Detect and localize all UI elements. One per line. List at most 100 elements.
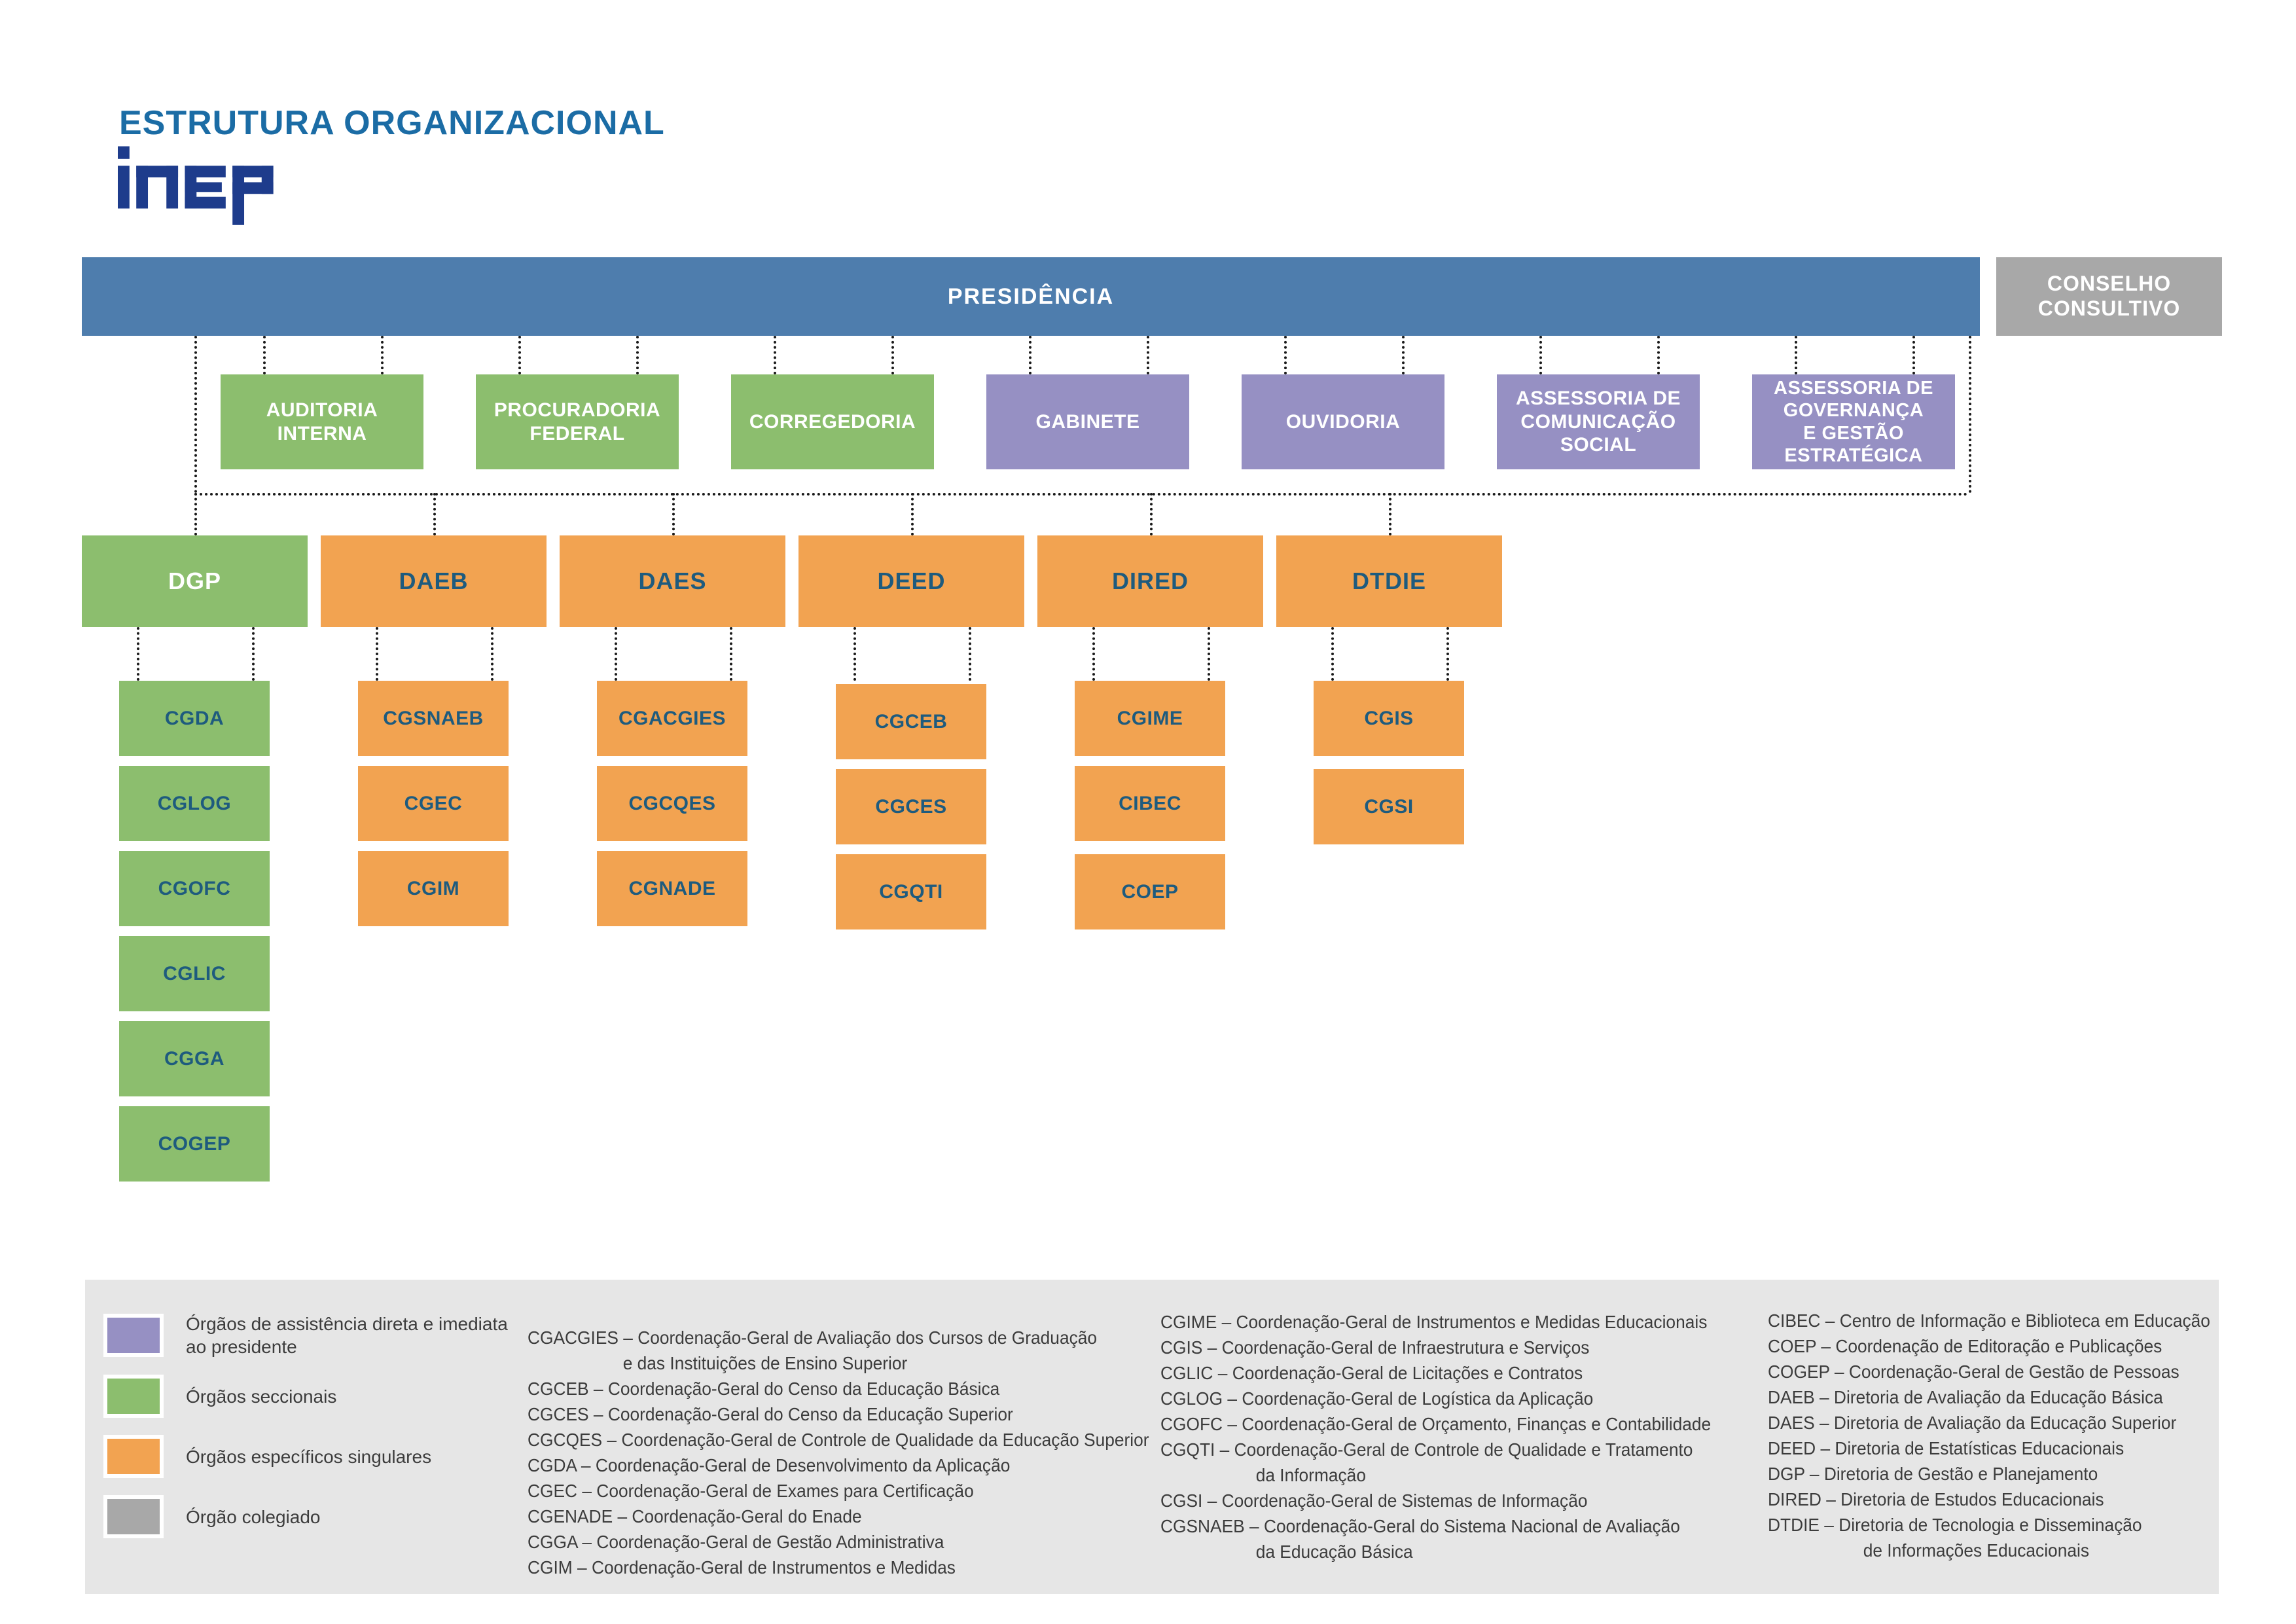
glossary-line: DEED – Diretoria de Estatísticas Educaci… bbox=[1768, 1438, 2125, 1458]
node-cgsi: CGSI bbox=[1314, 769, 1464, 844]
glossary-line: CGCQES – Coordenação-Geral de Controle d… bbox=[528, 1430, 1149, 1450]
node-cgacgies: CGACGIES bbox=[597, 681, 747, 756]
connector-line bbox=[1284, 336, 1287, 374]
node-dtdie: DTDIE bbox=[1276, 535, 1502, 627]
node-cgim: CGIM bbox=[358, 851, 509, 926]
glossary-line: CGDA – Coordenação-Geral de Desenvolvime… bbox=[528, 1455, 1011, 1475]
node-daes: DAES bbox=[560, 535, 785, 627]
legend-swatch-orange bbox=[103, 1435, 164, 1478]
legend-item-assistencia: Órgãos de assistência direta e imediata … bbox=[103, 1312, 508, 1358]
connector-line bbox=[381, 336, 384, 374]
glossary-line: CGQTI – Coordenação-Geral de Controle de… bbox=[1160, 1439, 1693, 1460]
connector-line bbox=[1331, 627, 1334, 681]
node-cgces: CGCES bbox=[836, 769, 986, 844]
glossary-line: CGSI – Coordenação-Geral de Sistemas de … bbox=[1160, 1490, 1588, 1511]
connector-line bbox=[1539, 336, 1542, 374]
node-conselho-consultivo: CONSELHO CONSULTIVO bbox=[1996, 257, 2222, 336]
glossary-line: CGCES – Coordenação-Geral do Censo da Ed… bbox=[528, 1404, 1013, 1424]
node-cgec: CGEC bbox=[358, 766, 509, 841]
connector-line bbox=[730, 627, 732, 681]
node-cgis: CGIS bbox=[1314, 681, 1464, 756]
legend-swatch-gray bbox=[103, 1495, 164, 1538]
legend-label: Órgão colegiado bbox=[186, 1506, 321, 1527]
glossary-line: DAEB – Diretoria de Avaliação da Educaçã… bbox=[1768, 1387, 2163, 1407]
glossary-line: CGACGIES – Coordenação-Geral de Avaliaçã… bbox=[528, 1327, 1098, 1348]
connector-line bbox=[1912, 336, 1915, 374]
node-assessoria-governanca: ASSESSORIA DE GOVERNANÇA E GESTÃO ESTRAT… bbox=[1752, 374, 1955, 469]
connector-line bbox=[433, 493, 436, 535]
connector-line bbox=[1795, 336, 1797, 374]
node-deed: DEED bbox=[798, 535, 1024, 627]
node-cgime: CGIME bbox=[1075, 681, 1225, 756]
glossary-line: DAES – Diretoria de Avaliação da Educaçã… bbox=[1768, 1413, 2177, 1433]
connector-line bbox=[1092, 627, 1095, 681]
glossary-line: DTDIE – Diretoria de Tecnologia e Dissem… bbox=[1768, 1515, 2142, 1535]
node-cgceb: CGCEB bbox=[836, 684, 986, 759]
connector-line bbox=[518, 336, 521, 374]
connector-line bbox=[491, 627, 493, 681]
connector-line bbox=[1969, 336, 1971, 493]
glossary-line: CGGA – Coordenação-Geral de Gestão Admin… bbox=[528, 1532, 944, 1552]
connector-line bbox=[252, 627, 255, 681]
node-corregedoria: CORREGEDORIA bbox=[731, 374, 934, 469]
glossary-line: CGEC – Coordenação-Geral de Exames para … bbox=[528, 1481, 974, 1501]
glossary-line: da Educação Básica bbox=[1255, 1542, 1413, 1562]
connector-line bbox=[672, 493, 675, 535]
node-daeb: DAEB bbox=[321, 535, 547, 627]
node-cglog: CGLOG bbox=[119, 766, 270, 841]
connector-trunk-line bbox=[194, 493, 1969, 496]
node-cgqti: CGQTI bbox=[836, 854, 986, 929]
node-dgp: DGP bbox=[82, 535, 308, 627]
node-dired: DIRED bbox=[1037, 535, 1263, 627]
node-cgofc: CGOFC bbox=[119, 851, 270, 926]
connector-line bbox=[891, 336, 894, 374]
connector-line bbox=[376, 627, 378, 681]
connector-line bbox=[1029, 336, 1031, 374]
connector-line bbox=[194, 493, 197, 535]
glossary-line: CGCEB – Coordenação-Geral do Censo da Ed… bbox=[528, 1379, 1000, 1399]
node-assessoria-comunicacao-social: ASSESSORIA DE COMUNICAÇÃO SOCIAL bbox=[1497, 374, 1700, 469]
connector-line bbox=[1208, 627, 1210, 681]
connector-line bbox=[263, 336, 266, 374]
page-title: ESTRUTURA ORGANIZACIONAL bbox=[119, 104, 665, 142]
glossary-line: CGSNAEB – Coordenação-Geral do Sistema N… bbox=[1160, 1516, 1680, 1536]
node-auditoria-interna: AUDITORIA INTERNA bbox=[221, 374, 423, 469]
glossary-line: DIRED – Diretoria de Estudos Educacionai… bbox=[1768, 1489, 2104, 1509]
glossary-line: de Informações Educacionais bbox=[1863, 1540, 2089, 1561]
connector-line bbox=[1147, 336, 1149, 374]
glossary-line: COEP – Coordenação de Editoração e Publi… bbox=[1768, 1336, 2162, 1356]
node-cgsnaeb: CGSNAEB bbox=[358, 681, 509, 756]
node-ouvidoria: OUVIDORIA bbox=[1242, 374, 1444, 469]
legend-label: Órgãos de assistência direta e imediata … bbox=[186, 1314, 508, 1357]
connector-line bbox=[1657, 336, 1660, 374]
glossary-column-2: CGIME – Coordenação-Geral de Instrumento… bbox=[1160, 1309, 1711, 1564]
glossary-column-3: CIBEC – Centro de Informação e Bibliotec… bbox=[1768, 1308, 2210, 1563]
connector-line bbox=[774, 336, 776, 374]
connector-line bbox=[1446, 627, 1449, 681]
node-presidencia: PRESIDÊNCIA bbox=[82, 257, 1980, 336]
glossary-line: CGIM – Coordenação-Geral de Instrumentos… bbox=[528, 1557, 956, 1578]
legend-item-colegiado: Órgão colegiado bbox=[103, 1495, 320, 1538]
connector-line bbox=[636, 336, 639, 374]
node-cglic: CGLIC bbox=[119, 936, 270, 1011]
glossary-line: DGP – Diretoria de Gestão e Planejamento bbox=[1768, 1464, 2098, 1484]
glossary-line: COGEP – Coordenação-Geral de Gestão de P… bbox=[1768, 1362, 2179, 1382]
inep-logo bbox=[118, 146, 274, 225]
connector-line bbox=[1150, 493, 1153, 535]
connector-line bbox=[194, 336, 197, 493]
node-cibec: CIBEC bbox=[1075, 766, 1225, 841]
connector-line bbox=[1402, 336, 1405, 374]
node-cogep: COGEP bbox=[119, 1106, 270, 1182]
legend-item-seccionais: Órgãos seccionais bbox=[103, 1375, 336, 1418]
connector-line bbox=[615, 627, 617, 681]
node-cgnade: CGNADE bbox=[597, 851, 747, 926]
connector-line bbox=[137, 627, 139, 681]
connector-line bbox=[969, 627, 971, 681]
connector-line bbox=[911, 493, 914, 535]
legend-swatch-green bbox=[103, 1375, 164, 1418]
node-gabinete: GABINETE bbox=[986, 374, 1189, 469]
glossary-line: da Informação bbox=[1255, 1465, 1366, 1485]
legend-panel bbox=[85, 1280, 2219, 1594]
glossary-line: CIBEC – Centro de Informação e Bibliotec… bbox=[1768, 1310, 2210, 1331]
